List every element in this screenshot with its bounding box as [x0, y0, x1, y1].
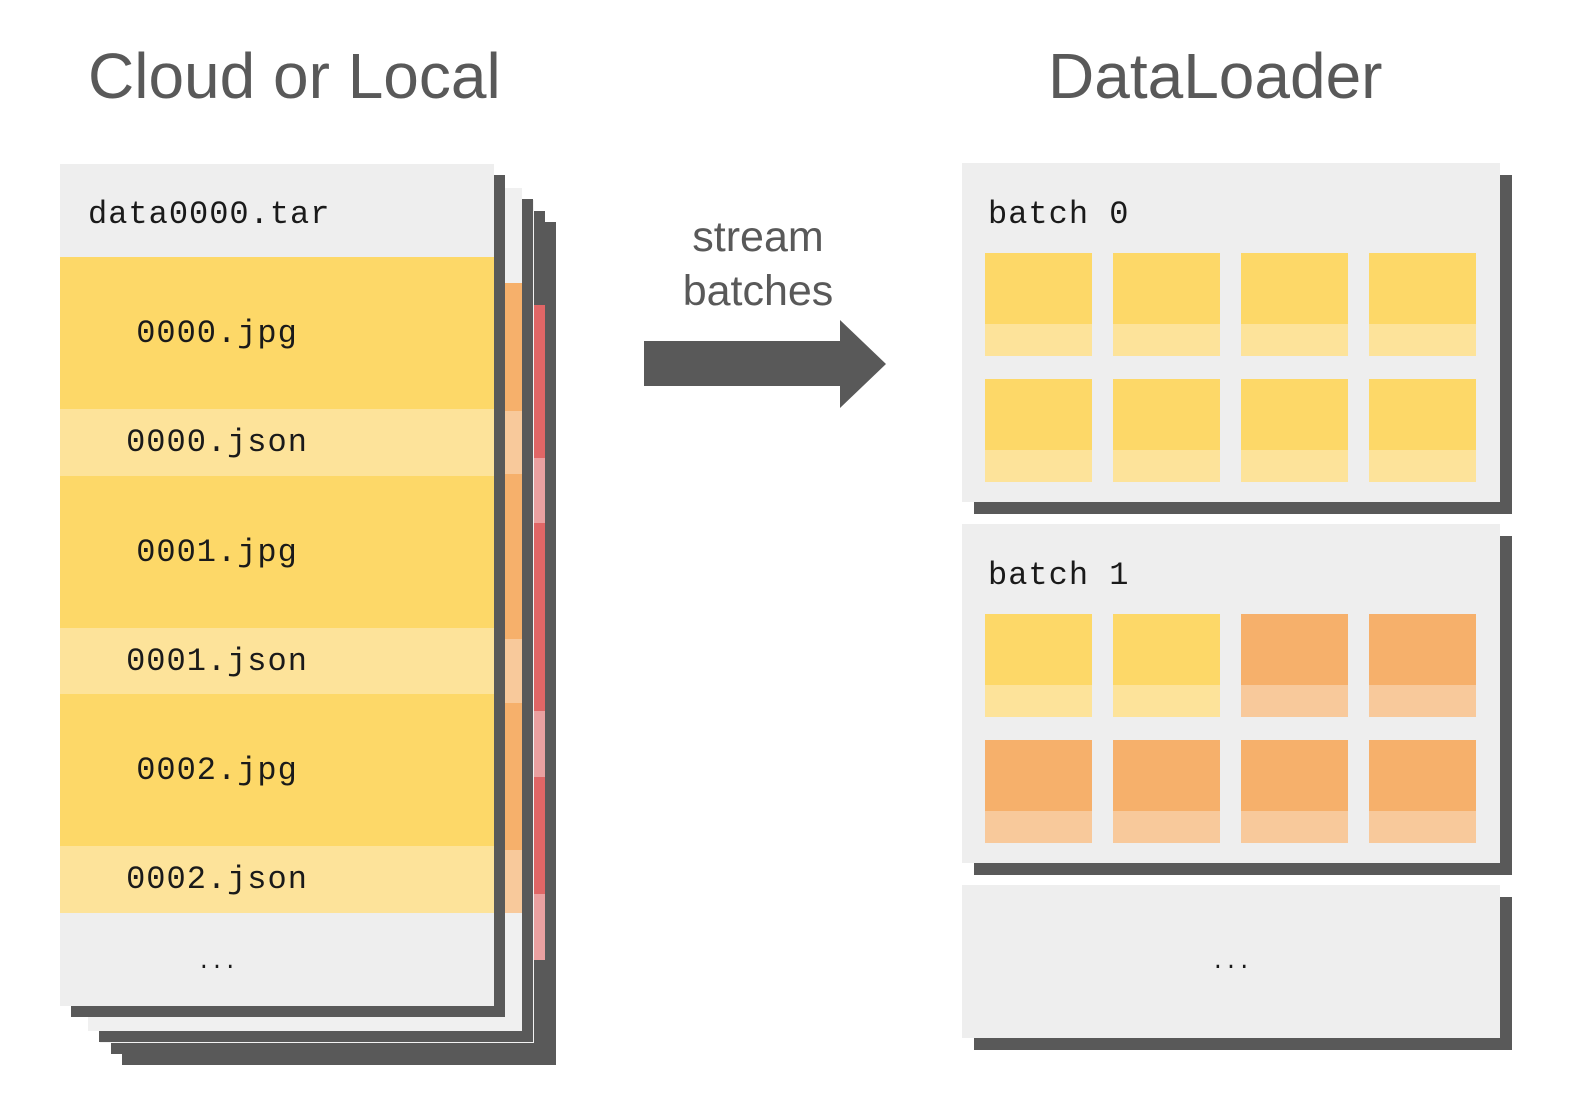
file-row-json: 0002.json [60, 846, 494, 913]
shard-3-strip [534, 894, 545, 960]
sample-meta-block [1241, 450, 1348, 482]
right-title: DataLoader [1048, 40, 1383, 112]
sample-meta-block [1241, 685, 1348, 717]
shard-2-strip [505, 283, 522, 411]
sample-meta-block [1369, 811, 1476, 843]
sample-meta-block [985, 324, 1092, 356]
left-title: Cloud or Local [88, 40, 501, 112]
shard-name: data0000.tar [88, 196, 331, 233]
sample-image-block [1369, 614, 1476, 685]
file-row-json: 0000.json [60, 409, 494, 476]
batch-label: batch 1 [988, 557, 1130, 594]
sample-image-block [1369, 740, 1476, 811]
arrow-label-line1: stream [692, 213, 824, 261]
stream-arrow [644, 320, 886, 408]
sample-meta-block [1241, 324, 1348, 356]
shard-2-strip [505, 411, 522, 474]
file-label: 0000.json [126, 424, 308, 461]
file-row-jpg: 0000.jpg [60, 257, 494, 409]
sample-meta-block [1369, 450, 1476, 482]
sample-image-block [1113, 379, 1220, 450]
sample-meta-block [985, 685, 1092, 717]
arrow-label-line2: batches [682, 267, 834, 315]
shard-2-strip [505, 703, 522, 850]
file-label: 0001.jpg [136, 533, 298, 571]
sample-image-block [1241, 379, 1348, 450]
batches-ellipsis: ... [1211, 950, 1251, 975]
sample-meta-block [985, 450, 1092, 482]
file-label: 0002.json [126, 861, 308, 898]
shard-3-strip [534, 305, 545, 458]
sample-meta-block [985, 811, 1092, 843]
file-row-json: 0001.json [60, 628, 494, 694]
sample-image-block [1241, 740, 1348, 811]
sample-image-block [1113, 614, 1220, 685]
shard-3-strip [534, 711, 545, 777]
shard-2-strip [505, 639, 522, 703]
file-row-jpg: 0001.jpg [60, 476, 494, 628]
sample-image-block [985, 740, 1092, 811]
sample-meta-block [1113, 811, 1220, 843]
batch-more-card [962, 885, 1500, 1038]
shard-2-strip [505, 474, 522, 639]
file-label: 0000.jpg [136, 314, 298, 352]
shard-3-strip [534, 523, 545, 711]
sample-image-block [985, 253, 1092, 324]
sample-meta-block [1113, 324, 1220, 356]
sample-image-block [1369, 379, 1476, 450]
sample-image-block [1241, 614, 1348, 685]
sample-meta-block [1369, 324, 1476, 356]
sample-meta-block [1113, 450, 1220, 482]
shard-3-strip [534, 777, 545, 894]
file-row-jpg: 0002.jpg [60, 694, 494, 846]
shard-2-strip [505, 850, 522, 913]
shard-3-strip [534, 458, 545, 523]
sample-meta-block [1369, 685, 1476, 717]
sample-image-block [1369, 253, 1476, 324]
file-label: 0001.json [126, 642, 308, 680]
sample-meta-block [1241, 811, 1348, 843]
sample-image-block [1113, 253, 1220, 324]
shard-ellipsis: ... [197, 950, 237, 975]
sample-image-block [1241, 253, 1348, 324]
sample-image-block [985, 379, 1092, 450]
sample-image-block [1113, 740, 1220, 811]
sample-image-block [985, 614, 1092, 685]
sample-meta-block [1113, 685, 1220, 717]
file-label: 0002.jpg [136, 751, 298, 789]
batch-label: batch 0 [988, 196, 1130, 233]
